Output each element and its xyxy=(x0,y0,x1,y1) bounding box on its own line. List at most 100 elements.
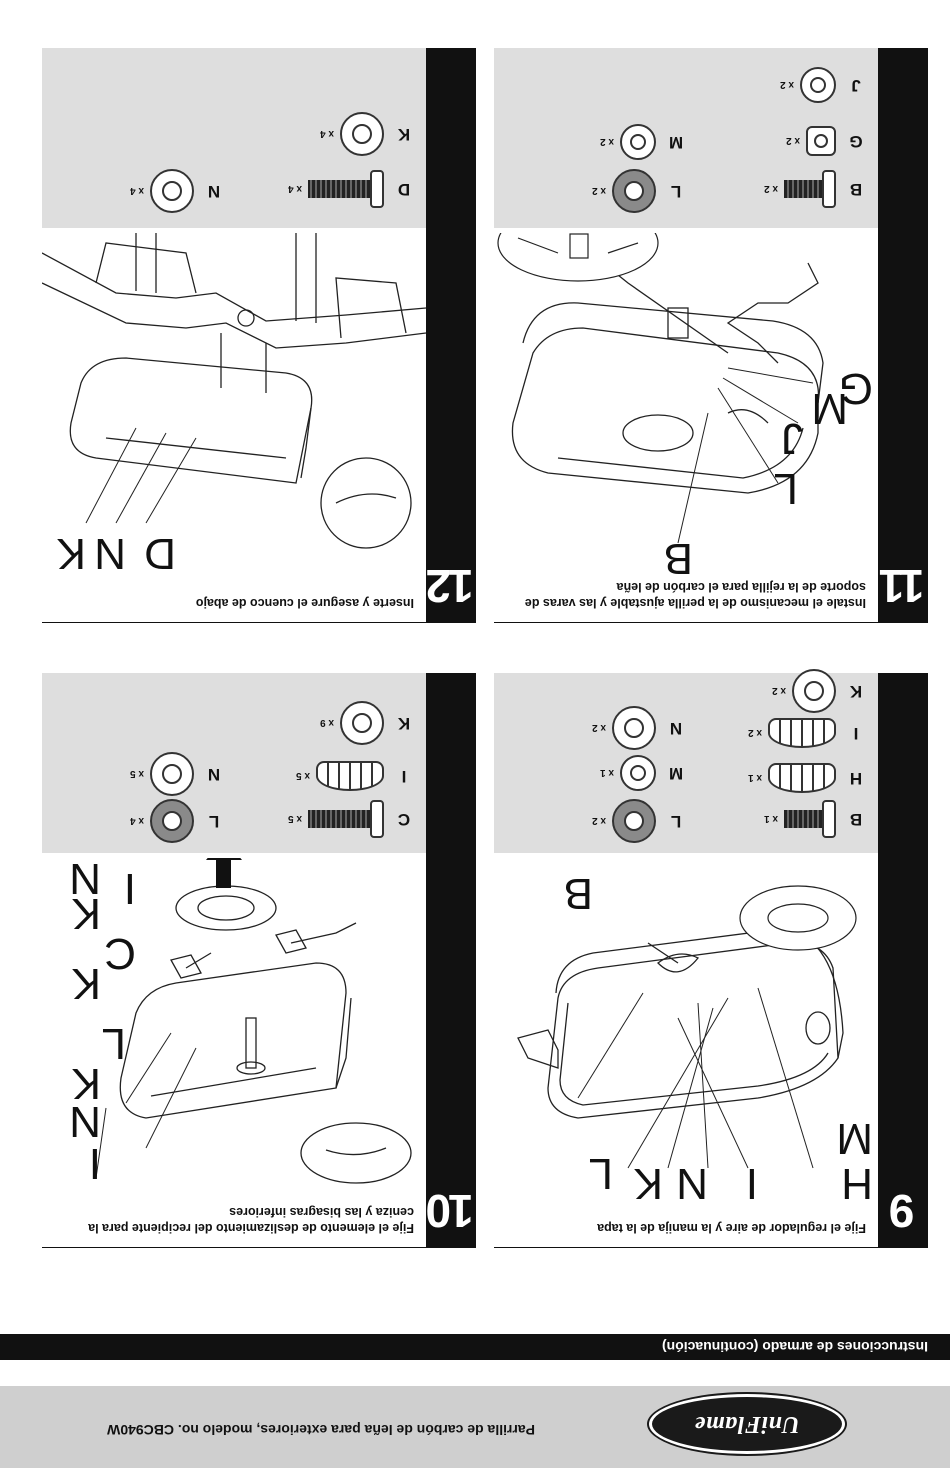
step-number: 12 xyxy=(428,560,474,612)
callout-I: I xyxy=(745,1159,758,1208)
part-qty: x 2 xyxy=(592,185,606,197)
part-qty: x 5 xyxy=(130,768,144,780)
part-label: L xyxy=(670,182,682,201)
part-J: J x 2 xyxy=(780,67,868,103)
step-title: Fije el elemento de deslizamiento del re… xyxy=(88,1205,414,1235)
part-label: B xyxy=(849,810,863,829)
step-title: Inserte y asegure el cuenco de abajo xyxy=(195,596,414,610)
assembly-diagram: I N K L K C K N I xyxy=(42,838,426,1208)
part-qty: x 4 xyxy=(130,815,144,827)
bolt-icon xyxy=(784,800,836,838)
section-title: Instrucciones de armado (continuación) xyxy=(661,1339,928,1355)
washer-icon xyxy=(150,799,194,843)
callout-B: B xyxy=(563,869,593,918)
callout-I: I xyxy=(123,864,136,913)
part-qty: x 1 xyxy=(748,772,762,784)
part-qty: x 4 xyxy=(288,183,302,195)
bolt-icon xyxy=(784,170,836,208)
washer-icon xyxy=(612,706,656,750)
lid-diagram xyxy=(517,885,857,1169)
part-label: D xyxy=(397,180,411,199)
callout-K: K xyxy=(71,959,101,1008)
part-qty: x 1 xyxy=(600,767,614,779)
callout-G: G xyxy=(838,364,873,413)
callout-K: K xyxy=(56,529,86,578)
part-K: K x 9 xyxy=(320,701,416,745)
part-qty: x 4 xyxy=(130,185,144,197)
part-qty: x 4 xyxy=(320,128,334,140)
part-I: I x 5 xyxy=(296,761,416,791)
part-L: L x 2 xyxy=(592,799,688,843)
washer-icon xyxy=(340,112,384,156)
step-10: 10 Fije el elemento de deslizamiento del… xyxy=(42,673,476,1248)
part-label: N xyxy=(669,719,683,738)
part-qty: x 2 xyxy=(780,79,794,91)
part-qty: x 5 xyxy=(296,770,310,782)
part-B: B x 1 xyxy=(764,800,868,838)
part-K: K x 4 xyxy=(320,112,416,156)
step-rule xyxy=(494,622,878,623)
parts-panel: C x 5 L x 4 I x 5 N x 5 K x xyxy=(42,673,426,853)
part-qty: x 9 xyxy=(320,717,334,729)
step-number: 9 xyxy=(891,1185,915,1237)
callout-K: K xyxy=(633,1159,663,1208)
spacer-icon xyxy=(768,763,836,793)
washer-icon xyxy=(612,169,656,213)
section-bar: Instrucciones de armado (continuación) xyxy=(0,1334,950,1360)
part-M: M x 1 xyxy=(600,755,688,791)
assembly-diagram: B L J M G xyxy=(494,204,878,583)
callout-D: D xyxy=(144,529,176,578)
callout-L: L xyxy=(773,464,798,513)
callout-L: L xyxy=(588,1149,613,1198)
part-label: B xyxy=(849,180,863,199)
step-12: 12 Inserte y asegure el cuenco de abajo xyxy=(41,48,476,623)
part-label: N xyxy=(207,765,221,784)
callout-L: L xyxy=(101,1019,126,1068)
washer-icon xyxy=(340,701,384,745)
part-qty: x 1 xyxy=(764,813,778,825)
parts-panel: B x 2 L x 2 G x 2 M x 2 J x xyxy=(494,48,878,228)
part-qty: x 5 xyxy=(288,813,302,825)
part-C: C x 5 xyxy=(288,800,416,838)
part-qty: x 2 xyxy=(772,685,786,697)
washer-icon xyxy=(620,755,656,791)
part-label: J xyxy=(851,76,861,95)
part-label: H xyxy=(849,769,863,788)
step-rule xyxy=(42,1247,426,1248)
callout-K: K xyxy=(71,1059,101,1108)
part-label: N xyxy=(207,182,221,201)
spacer-icon xyxy=(316,761,384,791)
washer-icon xyxy=(612,799,656,843)
spacer-icon xyxy=(768,718,836,748)
part-B: B x 2 xyxy=(764,170,868,208)
part-qty: x 2 xyxy=(592,722,606,734)
step-number-tab: 12 xyxy=(426,48,476,623)
washer-icon xyxy=(620,124,656,160)
callout-J: J xyxy=(781,414,803,463)
step-number-tab: 9 xyxy=(878,673,928,1248)
step-title: Fije el regulador de aire y la manija de… xyxy=(597,1221,866,1235)
part-N: N x 4 xyxy=(130,169,226,213)
bowl-diagram xyxy=(41,233,427,549)
parts-panel: D x 4 N x 4 K x 4 xyxy=(42,48,426,228)
part-qty: x 2 xyxy=(748,727,762,739)
step-number-tab: 10 xyxy=(426,673,476,1248)
document-title: Parrilla de carbón de leña para exterior… xyxy=(107,1422,535,1438)
part-label: I xyxy=(853,724,859,743)
part-label: K xyxy=(397,125,411,144)
part-label: K xyxy=(397,714,411,733)
washer-icon xyxy=(150,169,194,213)
part-qty: x 2 xyxy=(786,135,800,147)
part-K: K x 2 xyxy=(772,669,868,713)
part-label: I xyxy=(401,767,407,786)
nut-icon xyxy=(806,126,836,156)
part-qty: x 2 xyxy=(600,136,614,148)
step-number: 11 xyxy=(881,560,925,612)
part-H: H x 1 xyxy=(748,763,868,793)
part-N: N x 2 xyxy=(592,706,688,750)
callout-C: C xyxy=(104,929,136,978)
part-label: C xyxy=(397,810,411,829)
part-L: L x 4 xyxy=(130,799,226,843)
part-I: I x 2 xyxy=(748,718,868,748)
bolt-icon xyxy=(308,170,384,208)
